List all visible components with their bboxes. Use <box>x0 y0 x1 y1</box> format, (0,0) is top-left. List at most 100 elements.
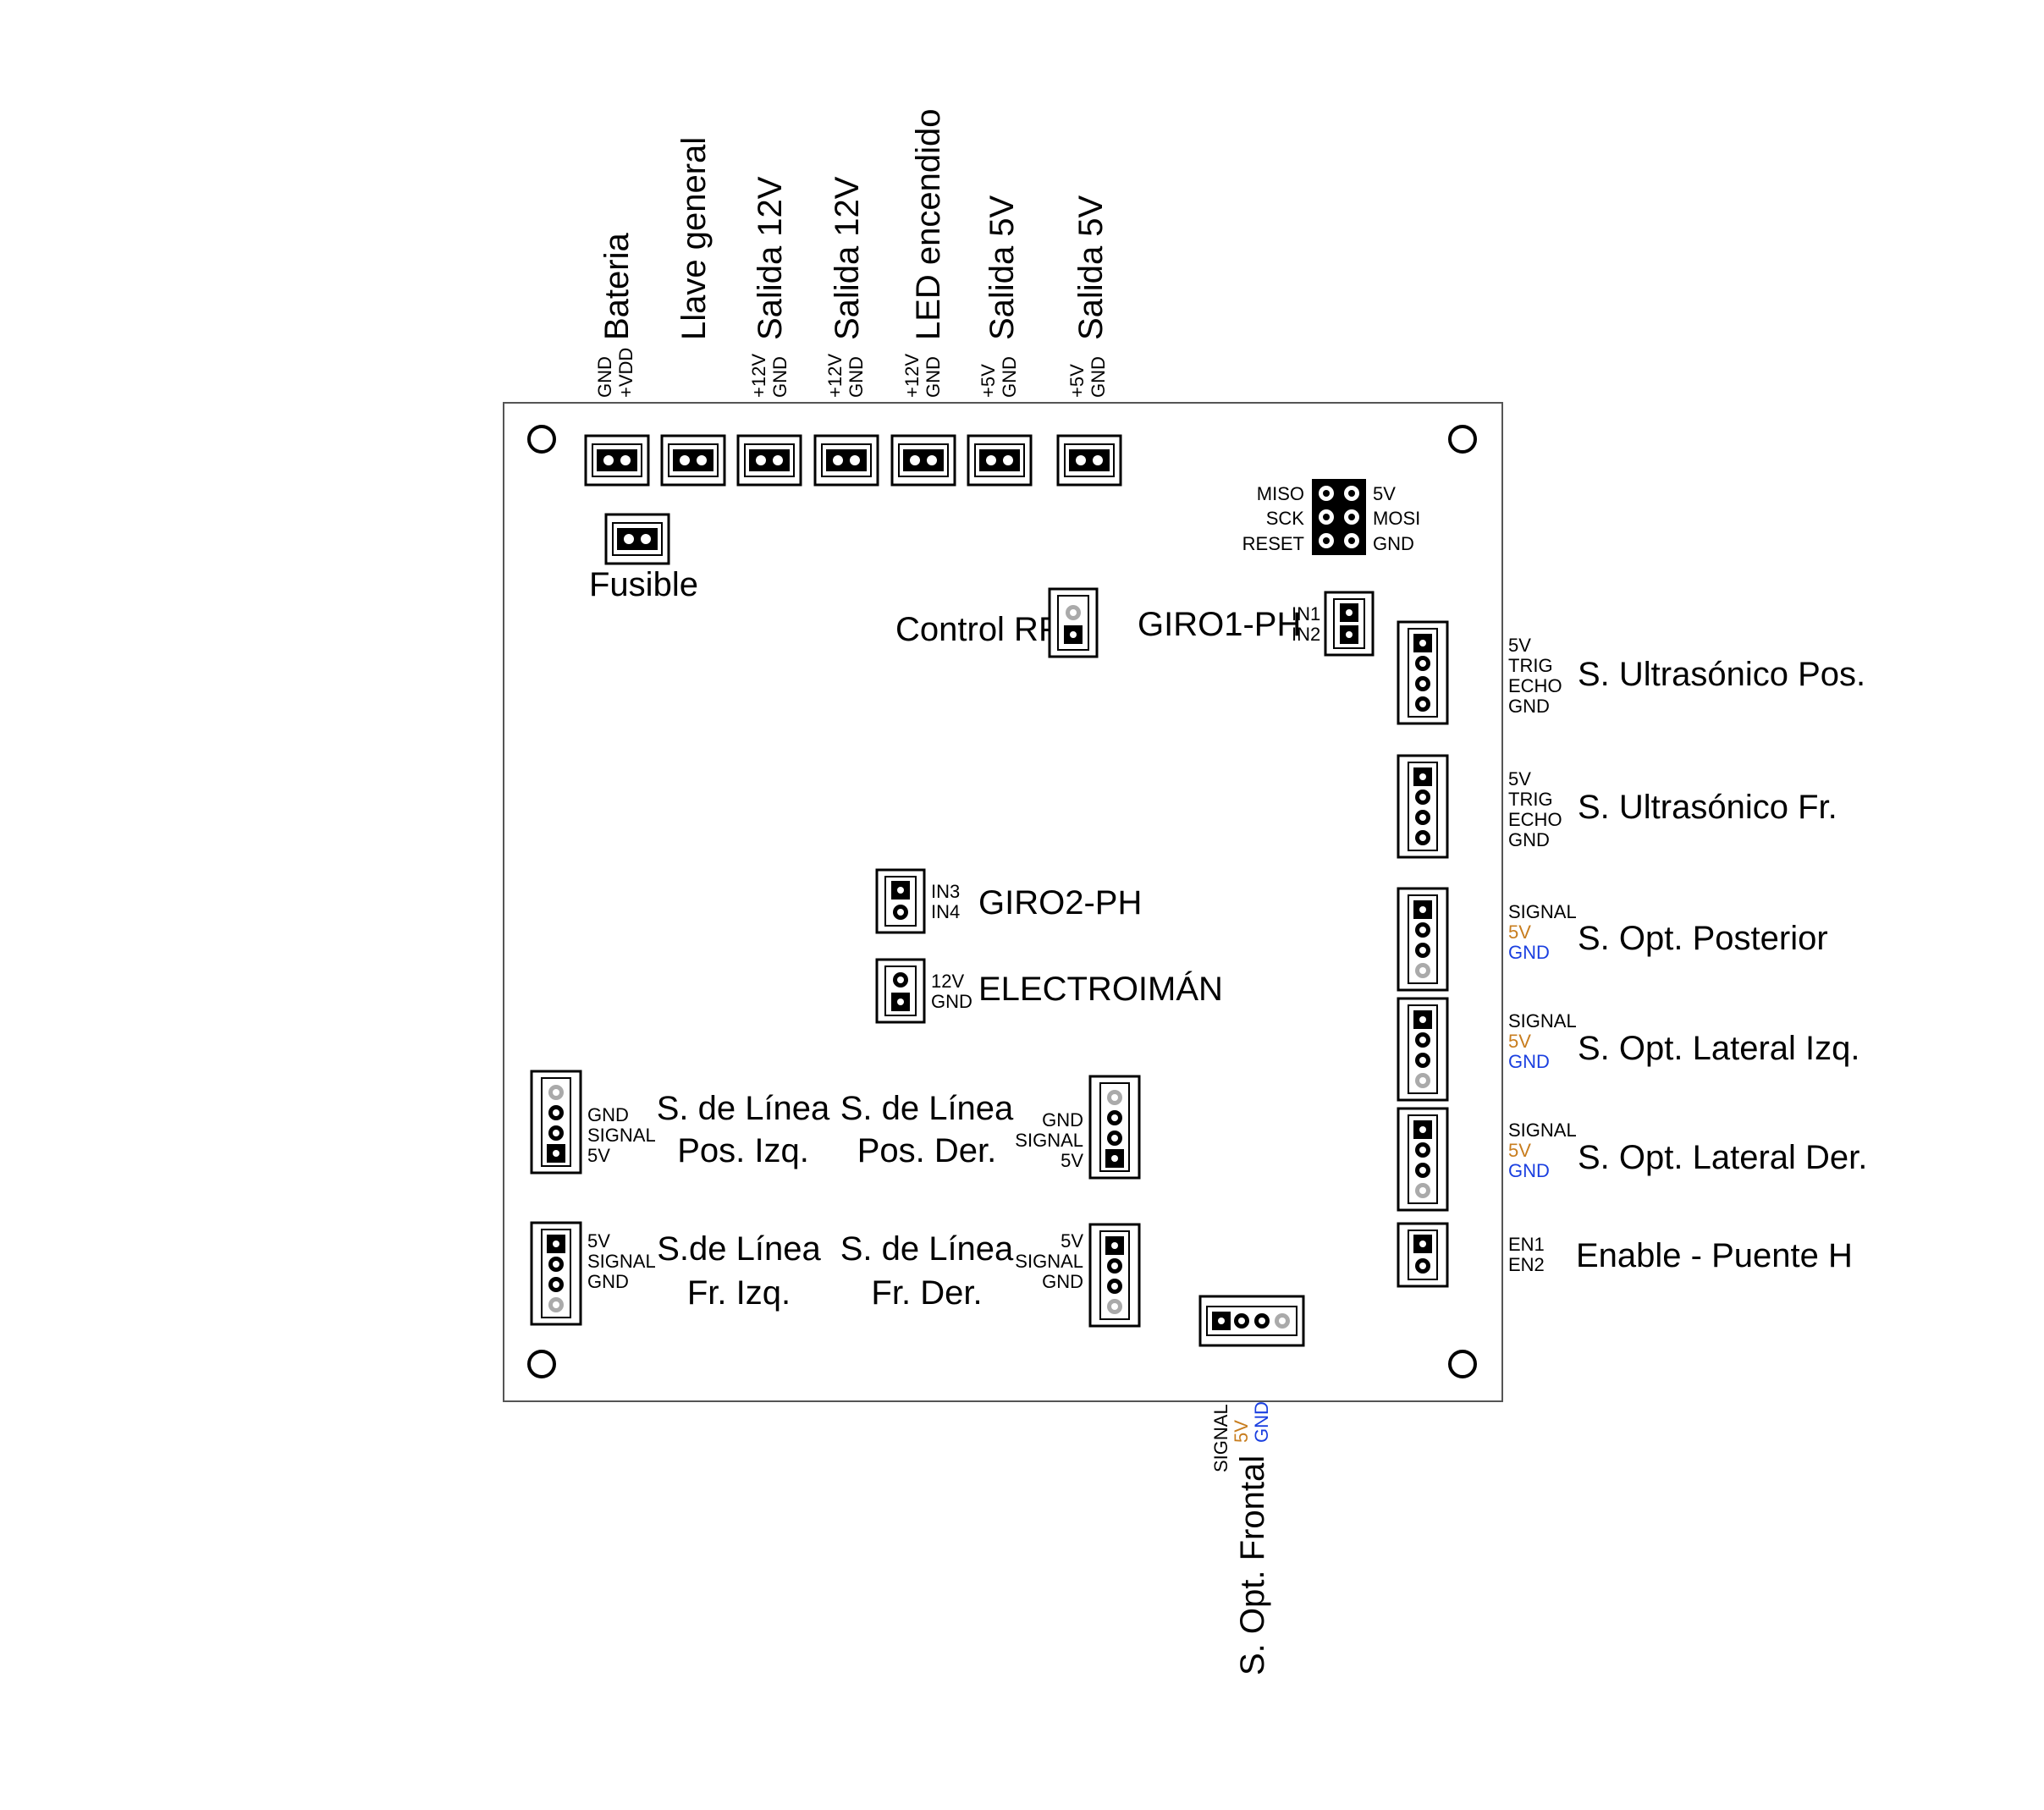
mounting-hole-tr <box>1448 425 1477 454</box>
connector-us-fr <box>1397 754 1449 859</box>
us-pos-pin-5v: 5V <box>1508 635 1531 656</box>
connector-enable-puente-h <box>1397 1222 1449 1288</box>
connector-opt-frontal <box>1198 1295 1305 1347</box>
control-rf-title: Control RF <box>895 611 1059 648</box>
opt-pos-pin-signal: SIGNAL <box>1508 901 1577 922</box>
connector-salida-12v-a <box>736 434 802 487</box>
mounting-hole-bl <box>527 1350 556 1378</box>
connector-control-rf <box>1048 587 1099 658</box>
isp-label-5v: 5V <box>1373 483 1396 504</box>
linea-pos-der-pin-signal: SIGNAL <box>1015 1130 1083 1151</box>
giro2-title: GIRO2-PH <box>978 884 1142 922</box>
connector-giro2 <box>875 868 926 934</box>
linea-pos-izq-pin-gnd: GND <box>587 1104 629 1125</box>
llave-general-title: Llave general <box>675 137 713 340</box>
connector-linea-fr-izq <box>530 1221 582 1326</box>
enable-pin-en2: EN2 <box>1508 1254 1545 1275</box>
linea-pos-izq-line2: Pos. Izq. <box>677 1132 809 1169</box>
board-outline <box>503 402 1503 1402</box>
bateria-title: Bateria <box>598 233 636 340</box>
linea-pos-der-pin-gnd: GND <box>1042 1109 1083 1131</box>
salida-12v-a-title: Salida 12V <box>752 176 789 340</box>
led-pin-12v: +12V <box>901 354 923 398</box>
us-fr-pin-echo: ECHO <box>1508 809 1562 830</box>
electroiman-pin-gnd: GND <box>931 991 972 1012</box>
isp-label-miso: MISO <box>1257 483 1304 504</box>
isp-label-mosi: MOSI <box>1373 508 1420 529</box>
connector-linea-pos-izq <box>530 1070 582 1175</box>
us-pos-title: S. Ultrasónico Pos. <box>1578 656 1865 693</box>
connector-llave-general <box>660 434 726 487</box>
connector-opt-lateral-der <box>1397 1107 1449 1212</box>
salida-5v-b-pin-5v: +5V <box>1066 364 1088 398</box>
linea-fr-izq-pin-5v: 5V <box>587 1230 610 1252</box>
opt-der-pin-signal: SIGNAL <box>1508 1120 1577 1141</box>
connector-linea-pos-der <box>1088 1075 1141 1180</box>
us-pos-pin-echo: ECHO <box>1508 675 1562 696</box>
connector-salida-5v-b <box>1056 434 1122 487</box>
salida-12v-a-pin-gnd: GND <box>769 356 791 398</box>
electroiman-pin-12v: 12V <box>931 971 964 992</box>
opt-izq-pin-5v: 5V <box>1508 1031 1531 1052</box>
salida-5v-b-title: Salida 5V <box>1072 195 1110 340</box>
linea-fr-der-pin-gnd: GND <box>1042 1271 1083 1292</box>
linea-pos-der-line1: S. de Línea <box>840 1090 1014 1127</box>
us-pos-pin-trig: TRIG <box>1508 655 1553 676</box>
connector-led-encendido <box>890 434 956 487</box>
linea-fr-der-line1: S. de Línea <box>840 1230 1014 1268</box>
connector-bateria <box>584 434 650 487</box>
opt-lateral-izq-title: S. Opt. Lateral Izq. <box>1578 1030 1860 1067</box>
salida-12v-a-pin-12v: +12V <box>748 354 769 398</box>
electroiman-title: ELECTROIMÁN <box>978 970 1223 1008</box>
opt-pos-pin-gnd: GND <box>1508 942 1550 963</box>
salida-5v-a-pin-gnd: GND <box>999 356 1020 398</box>
fusible-title: Fusible <box>589 566 698 603</box>
salida-12v-b-title: Salida 12V <box>829 176 866 340</box>
linea-pos-der-pin-5v: 5V <box>1061 1150 1083 1171</box>
opt-der-pin-gnd: GND <box>1508 1160 1550 1181</box>
linea-pos-der-line2: Pos. Der. <box>857 1132 997 1169</box>
opt-frontal-pin-gnd: GND <box>1251 1401 1272 1443</box>
salida-12v-b-pin-12v: +12V <box>824 354 846 398</box>
giro1-title: GIRO1-PH <box>1138 606 1301 643</box>
isp-header <box>1312 479 1366 555</box>
connector-us-pos <box>1397 620 1449 725</box>
salida-5v-a-title: Salida 5V <box>983 195 1021 340</box>
connector-opt-posterior <box>1397 887 1449 992</box>
opt-posterior-title: S. Opt. Posterior <box>1578 920 1828 957</box>
connector-giro1 <box>1324 591 1375 657</box>
us-fr-title: S. Ultrasónico Fr. <box>1578 789 1837 826</box>
connector-fusible <box>604 513 670 565</box>
enable-pin-en1: EN1 <box>1508 1234 1545 1255</box>
isp-label-sck: SCK <box>1266 508 1305 529</box>
giro1-pin-in1: IN1 <box>1292 603 1320 624</box>
linea-pos-izq-pin-5v: 5V <box>587 1145 610 1166</box>
linea-fr-izq-pin-gnd: GND <box>587 1271 629 1292</box>
linea-fr-der-pin-signal: SIGNAL <box>1015 1251 1083 1272</box>
opt-frontal-pin-signal: SIGNAL <box>1210 1404 1231 1472</box>
opt-frontal-title: S. Opt. Frontal <box>1234 1455 1271 1675</box>
connector-opt-lateral-izq <box>1397 997 1449 1102</box>
linea-fr-izq-pin-signal: SIGNAL <box>587 1251 656 1272</box>
mounting-hole-tl <box>527 425 556 454</box>
us-fr-pin-gnd: GND <box>1508 829 1550 850</box>
giro2-pin-in3: IN3 <box>931 881 960 902</box>
opt-izq-pin-gnd: GND <box>1508 1051 1550 1072</box>
isp-label-gnd: GND <box>1373 533 1414 554</box>
salida-5v-b-pin-gnd: GND <box>1088 356 1109 398</box>
opt-lateral-der-title: S. Opt. Lateral Der. <box>1578 1139 1867 1176</box>
linea-fr-izq-line1: S.de Línea <box>657 1230 821 1268</box>
opt-frontal-pin-5v: 5V <box>1231 1420 1252 1443</box>
bateria-pin-vdd: +VDD <box>615 348 636 398</box>
us-fr-pin-5v: 5V <box>1508 768 1531 789</box>
linea-pos-izq-pin-signal: SIGNAL <box>587 1125 656 1146</box>
connector-salida-5v-a <box>967 434 1033 487</box>
us-pos-pin-gnd: GND <box>1508 696 1550 717</box>
salida-12v-b-pin-gnd: GND <box>846 356 867 398</box>
led-pin-gnd: GND <box>923 356 944 398</box>
giro2-pin-in4: IN4 <box>931 901 960 922</box>
enable-puente-h-title: Enable - Puente H <box>1576 1237 1853 1274</box>
connector-electroiman <box>875 958 926 1024</box>
linea-pos-izq-line1: S. de Línea <box>657 1090 830 1127</box>
